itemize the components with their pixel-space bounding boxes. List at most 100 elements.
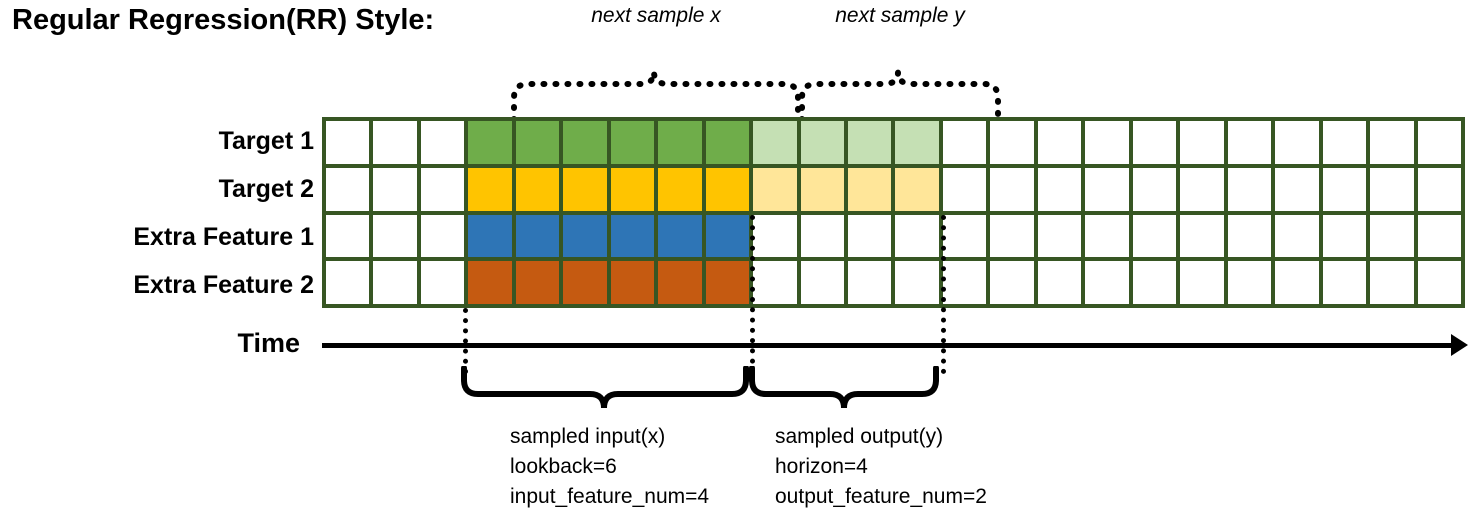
grid-cell-r4-c24	[1417, 261, 1461, 304]
grid-cell-r3-c19	[1180, 214, 1224, 258]
grid-cell-r2-c15	[990, 167, 1034, 211]
description-output-title: sampled output(y)	[775, 425, 944, 448]
grid-cell-r3-c7	[610, 214, 655, 258]
grid-cell-r4-c18	[1132, 261, 1177, 304]
grid-cell-r2-c5	[515, 167, 560, 211]
solid-brace-sampled-output	[746, 366, 950, 424]
grid-cell-r3-c15	[990, 214, 1034, 258]
grid-cell-r1-c17	[1085, 121, 1129, 164]
grid-cell-r1-c16	[1037, 121, 1082, 164]
grid-cell-r4-c2	[373, 261, 417, 304]
grid-cell-r1-c6	[563, 121, 607, 164]
grid-cell-r4-c13	[895, 261, 939, 304]
grid-cell-r1-c12	[848, 121, 892, 164]
grid-cell-r1-c7	[610, 121, 655, 164]
grid-cell-r3-c14	[942, 214, 987, 258]
grid-cell-r3-c3	[420, 214, 465, 258]
grid-cell-r1-c4	[468, 121, 512, 164]
grid-cell-r3-c13	[895, 214, 939, 258]
grid-cell-r2-c1	[326, 167, 370, 211]
grid-cell-r2-c9	[705, 167, 750, 211]
grid-cell-r2-c16	[1037, 167, 1082, 211]
grid-cell-r3-c4	[468, 214, 512, 258]
grid-cell-r1-c1	[326, 121, 370, 164]
top-annotation-label-next-sample-x: next sample x	[591, 4, 721, 27]
grid-cell-r3-c6	[563, 214, 607, 258]
guide-line-output-end	[941, 215, 946, 374]
grid-cell-r2-c11	[800, 167, 845, 211]
grid-cell-r2-c22	[1322, 167, 1367, 211]
grid-cell-r2-c13	[895, 167, 939, 211]
description-sampled-output: sampled output(y) horizon=4 output_featu…	[775, 422, 987, 512]
solid-brace-sampled-input	[458, 366, 758, 424]
guide-line-input-start	[463, 308, 468, 374]
page-title: Regular Regression(RR) Style:	[12, 4, 435, 36]
grid-cell-r1-c15	[990, 121, 1034, 164]
grid-cell-r3-c21	[1275, 214, 1319, 258]
grid-cell-r1-c9	[705, 121, 750, 164]
grid-cell-r1-c24	[1417, 121, 1461, 164]
grid-cell-r4-c17	[1085, 261, 1129, 304]
time-axis-line	[322, 343, 1457, 348]
description-input-lookback: lookback=6	[510, 455, 617, 478]
grid-cell-r4-c21	[1275, 261, 1319, 304]
grid-cell-r2-c14	[942, 167, 987, 211]
dotted-brace-next-sample-y	[796, 34, 1004, 122]
description-input-feature-num: input_feature_num=4	[510, 485, 710, 508]
grid-cell-r1-c21	[1275, 121, 1319, 164]
grid-cell-r1-c10	[753, 121, 797, 164]
grid-cell-r4-c22	[1322, 261, 1367, 304]
grid-cell-r4-c6	[563, 261, 607, 304]
dotted-brace-next-sample-x	[508, 34, 804, 122]
grid-cell-r1-c8	[658, 121, 702, 164]
description-output-horizon: horizon=4	[775, 455, 868, 478]
grid-cell-r2-c8	[658, 167, 702, 211]
grid-cell-r4-c16	[1037, 261, 1082, 304]
grid-cell-r3-c22	[1322, 214, 1367, 258]
description-sampled-input: sampled input(x) lookback=6 input_featur…	[510, 422, 709, 512]
grid-cell-r2-c12	[848, 167, 892, 211]
grid-cell-r2-c18	[1132, 167, 1177, 211]
grid-cell-r1-c14	[942, 121, 987, 164]
grid-cell-r2-c7	[610, 167, 655, 211]
grid-cell-r4-c10	[753, 261, 797, 304]
axis-label-time: Time	[237, 328, 300, 358]
grid-cell-r4-c3	[420, 261, 465, 304]
grid-cell-r2-c23	[1370, 167, 1414, 211]
grid-cell-r3-c24	[1417, 214, 1461, 258]
grid-cell-r3-c17	[1085, 214, 1129, 258]
grid-cell-r1-c2	[373, 121, 417, 164]
grid-cell-r4-c9	[705, 261, 750, 304]
grid-cell-r2-c17	[1085, 167, 1129, 211]
grid-cell-r4-c4	[468, 261, 512, 304]
grid-cell-r3-c9	[705, 214, 750, 258]
grid-cell-r2-c21	[1275, 167, 1319, 211]
guide-line-input-end	[750, 215, 755, 374]
grid-cell-r2-c24	[1417, 167, 1461, 211]
grid-cell-r2-c2	[373, 167, 417, 211]
grid-cell-r1-c13	[895, 121, 939, 164]
grid-cell-r2-c6	[563, 167, 607, 211]
row-label-extra-feature-2: Extra Feature 2	[133, 271, 314, 299]
grid-cell-r4-c5	[515, 261, 560, 304]
timeseries-grid	[322, 117, 1465, 308]
description-output-feature-num: output_feature_num=2	[775, 485, 987, 508]
grid-cell-r2-c3	[420, 167, 465, 211]
description-input-title: sampled input(x)	[510, 425, 666, 448]
grid-cell-r1-c23	[1370, 121, 1414, 164]
grid-cell-r4-c14	[942, 261, 987, 304]
grid-cell-r1-c22	[1322, 121, 1367, 164]
grid-cell-r3-c12	[848, 214, 892, 258]
row-label-extra-feature-1: Extra Feature 1	[133, 223, 314, 251]
grid-cell-r2-c10	[753, 167, 797, 211]
grid-cell-r4-c19	[1180, 261, 1224, 304]
grid-cell-r2-c4	[468, 167, 512, 211]
row-label-target-2: Target 2	[218, 175, 314, 203]
grid-cell-r3-c20	[1227, 214, 1272, 258]
grid-cell-r4-c1	[326, 261, 370, 304]
grid-cell-r3-c18	[1132, 214, 1177, 258]
grid-cell-r4-c11	[800, 261, 845, 304]
grid-cell-r1-c3	[420, 121, 465, 164]
grid-cell-r3-c16	[1037, 214, 1082, 258]
